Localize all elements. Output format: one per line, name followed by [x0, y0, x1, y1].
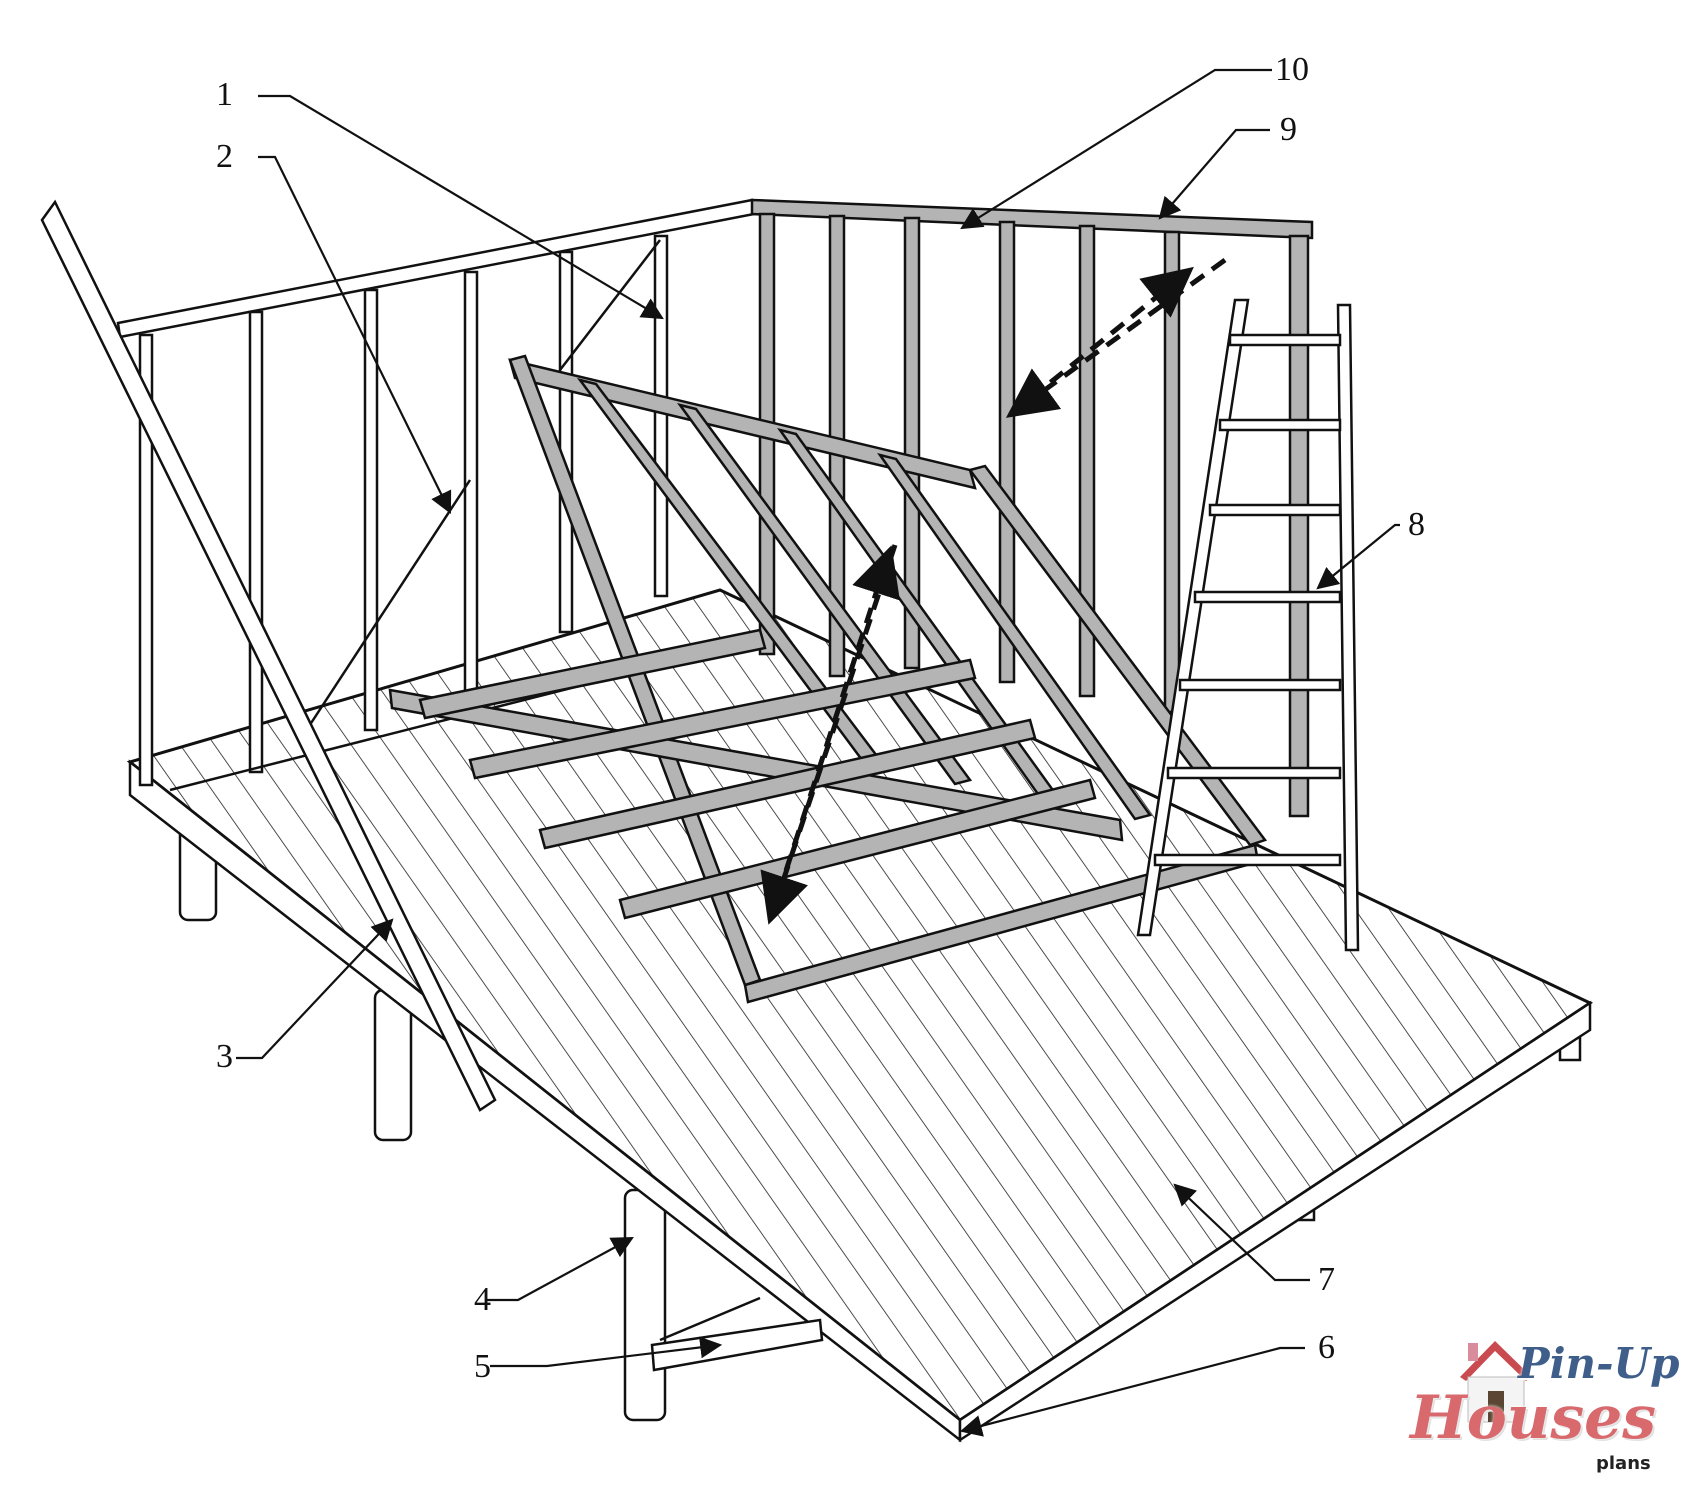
- callout-label-6: 6: [1318, 1329, 1335, 1366]
- house-icon: [1460, 1341, 1532, 1423]
- callout-label-2: 2: [216, 138, 233, 175]
- logo-text-houses: Houses: [1410, 1383, 1657, 1453]
- callout-label-9: 9: [1280, 111, 1297, 148]
- brand-logo: Pin-Up Houses plans: [1400, 1335, 1700, 1485]
- callout-label-3: 3: [216, 1038, 233, 1075]
- ladder: [1136, 298, 1360, 952]
- bracing-post: [40, 199, 497, 1112]
- logo-text-pin-up: Pin-Up: [1518, 1339, 1680, 1388]
- callout-label-5: 5: [474, 1348, 491, 1385]
- leader-lines: [236, 68, 1400, 1437]
- callout-label-8: 8: [1408, 506, 1425, 543]
- left-wall-frame: [116, 198, 761, 792]
- knee-brace: [650, 1296, 824, 1372]
- deck-platform: [126, 588, 1594, 1443]
- callout-label-4: 4: [474, 1281, 491, 1318]
- callout-label-10: 10: [1275, 51, 1309, 88]
- raised-wall-frame: [388, 354, 1268, 1004]
- movement-arrows: [760, 257, 1227, 925]
- callout-label-1: 1: [216, 76, 233, 113]
- callout-label-7: 7: [1318, 1261, 1335, 1298]
- logo-text-plans: plans: [1596, 1453, 1651, 1474]
